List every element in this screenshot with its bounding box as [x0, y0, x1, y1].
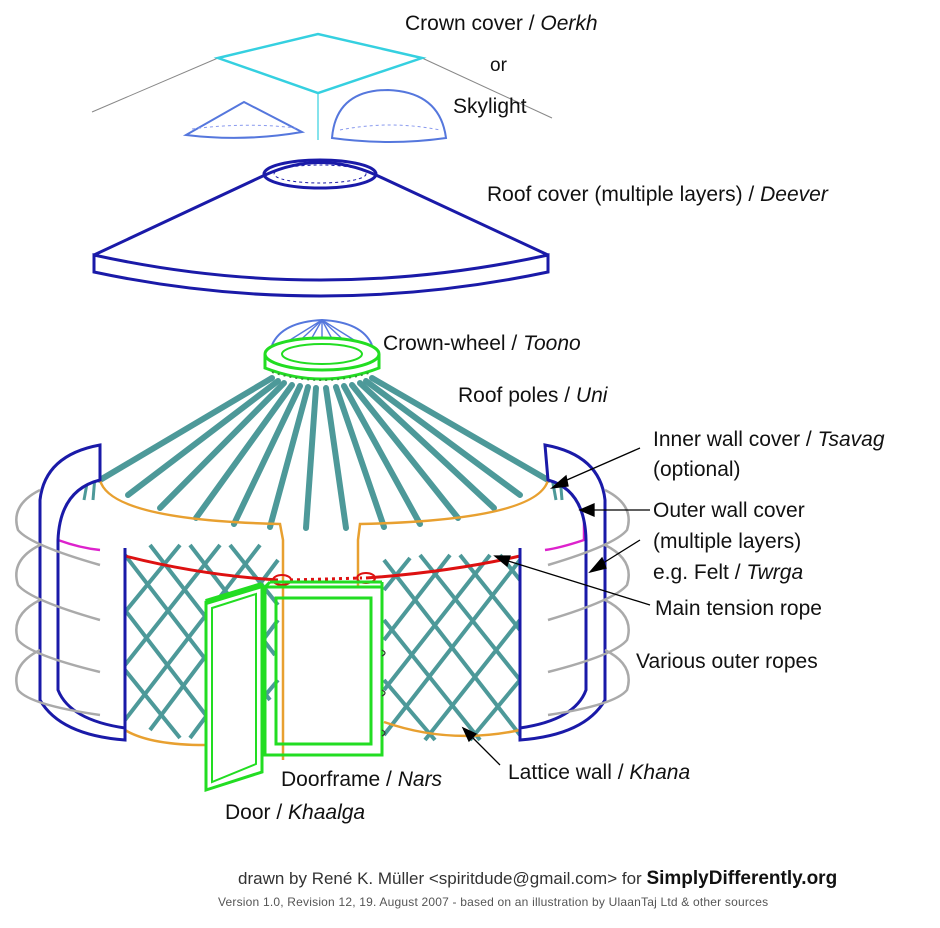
crown-cover-group: [91, 32, 553, 140]
site-name: SimplyDifferently.org: [646, 868, 838, 889]
label-outer-ropes: Various outer ropes: [636, 650, 818, 673]
skylight-flat-cone-dash: [191, 124, 297, 130]
roof-poles: [97, 375, 551, 531]
crown-cover-right-line: [421, 57, 553, 119]
roof-cover-rim: [92, 253, 550, 298]
skylight-flat-cone: [182, 100, 306, 139]
label-or: or: [490, 55, 507, 76]
lattice-wall-right: [382, 553, 522, 742]
label-outer-wall-cover: Outer wall cover (multiple layers) e.g. …: [653, 499, 805, 584]
skylight-dome-dash: [339, 124, 441, 131]
outer-wall-cover-left: [38, 443, 127, 742]
label-lattice-wall: Lattice wall / Khana: [508, 761, 691, 784]
roof-cover-top-hole-dash: [273, 164, 367, 184]
roof-cover-top-hole: [262, 158, 378, 190]
label-inner-wall-cover: Inner wall cover / Tsavag (optional): [653, 428, 885, 481]
crown-wheel-rim: [263, 354, 381, 381]
lattice-bottom-ring: [124, 720, 521, 747]
door-hinges: [381, 649, 386, 737]
wall-top-ring: [98, 479, 550, 760]
label-main-tension-rope: Main tension rope: [655, 597, 822, 620]
label-roof-cover: Roof cover (multiple layers) / Deever: [487, 183, 828, 206]
outer-wall-cover-right: [518, 443, 607, 742]
crown-cover-left-line: [91, 57, 219, 113]
callout-arrows: [461, 447, 651, 766]
label-skylight: Skylight: [453, 95, 527, 118]
crown-wheel-inner: [281, 343, 363, 365]
crown-cover: [213, 32, 427, 95]
version-line: Version 1.0, Revision 12, 19. August 200…: [218, 895, 769, 909]
label-door: Door / Khaalga: [225, 801, 366, 824]
skylight-group: [182, 88, 448, 143]
credit-line: drawn by René K. Müller <spiritdude@gmai…: [238, 868, 838, 889]
label-crown-cover: Crown cover / Oerkh: [405, 12, 598, 35]
doorframe: [263, 580, 384, 757]
roof-cover-group: [92, 158, 550, 298]
roof-cover-cone: [93, 161, 549, 257]
crown-wheel-group: [263, 318, 381, 381]
outer-ropes-right: [547, 488, 630, 717]
outer-ropes-left: [15, 488, 101, 717]
label-crown-wheel: Crown-wheel / Toono: [383, 332, 581, 355]
crown-wheel-holes: [271, 371, 373, 381]
label-roof-poles: Roof poles / Uni: [458, 384, 608, 407]
door: [204, 582, 264, 793]
wall-top-ring-right: [356, 479, 550, 588]
skylight-dome: [330, 88, 448, 143]
wall-top-ring-left: [98, 479, 285, 760]
inner-wall-cover: [56, 456, 586, 552]
label-doorframe: Doorframe / Nars: [281, 768, 443, 791]
